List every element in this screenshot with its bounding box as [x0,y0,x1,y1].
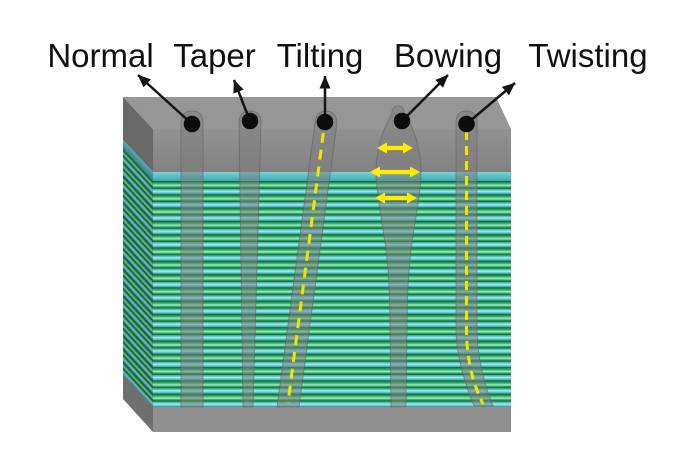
channel-dot-icon [458,115,475,133]
label-twisting: Twisting [528,37,647,74]
label-normal: Normal [47,37,153,74]
block-front-face [153,129,511,432]
tilting-centerline-dash-icon [286,115,327,404]
yellow-annotations [286,115,485,405]
channel-dot-icon [393,112,411,130]
width-double-arrow-icon [370,166,420,178]
pointer-arrow-normal [137,74,193,125]
block-side-face [123,97,153,432]
stack-block [123,97,511,432]
channel-dot-icon [316,113,334,131]
channel-bowing [375,105,422,408]
channel-normal [180,110,204,408]
channel-taper [238,110,262,408]
front-base-band [153,407,511,432]
block-top-face [123,97,511,129]
pointer-arrow-bowing [401,74,449,122]
bowing-width-arrows [370,142,420,204]
defect-labels: Normal Taper Tilting Bowing Twisting [47,37,647,74]
front-layer-stack [153,181,511,407]
twisting-centerline-dash-icon [465,116,485,405]
pointer-arrow-twisting [465,82,516,125]
width-double-arrow-icon [377,142,413,154]
front-top-teal-band [153,172,511,181]
channel-dot-icon [183,115,201,133]
label-taper: Taper [173,37,256,74]
label-tilting: Tilting [277,37,364,74]
label-bowing: Bowing [394,37,502,74]
channel-marker-dots [183,112,475,133]
width-double-arrow-icon [375,192,417,204]
channel-dot-icon [241,112,259,130]
